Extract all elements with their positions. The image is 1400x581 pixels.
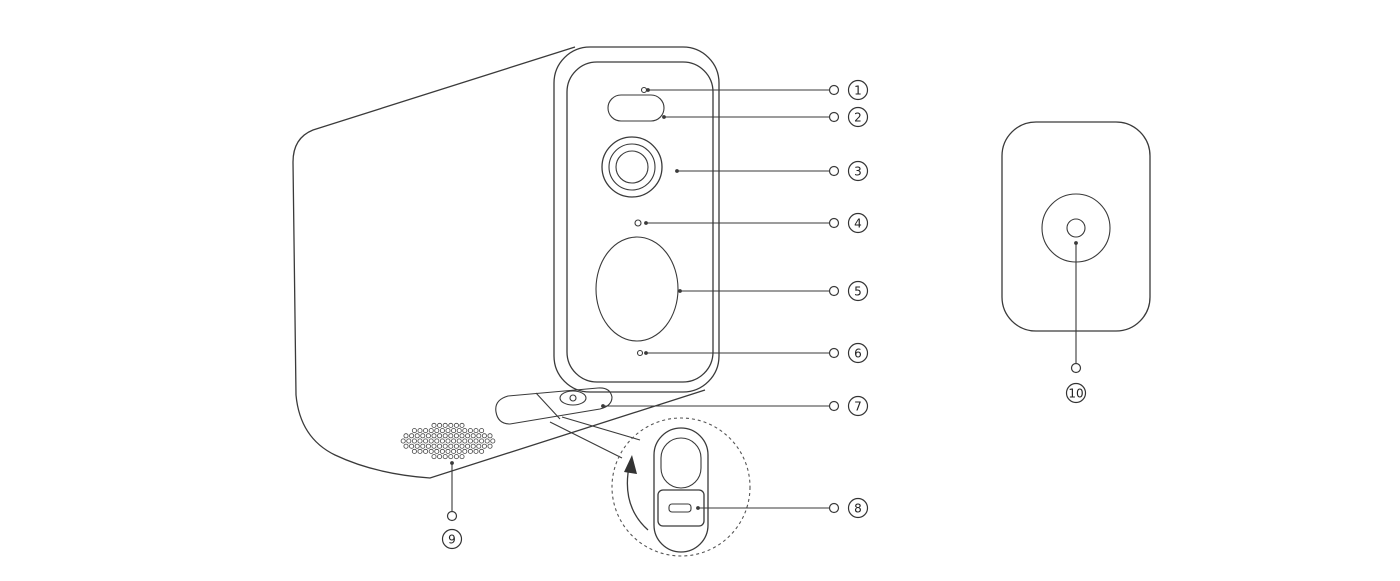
arrow-head-icon bbox=[624, 455, 637, 474]
power-button bbox=[559, 390, 587, 406]
camera-housing-outline bbox=[292, 46, 706, 479]
leader-dot-2 bbox=[662, 115, 666, 119]
indicator-light bbox=[634, 219, 642, 227]
motion-sensor-window bbox=[595, 236, 679, 342]
leader-dot-8 bbox=[696, 506, 700, 510]
port-detail-zoom bbox=[549, 416, 751, 557]
power-icon bbox=[569, 394, 577, 402]
callout-number-5: 5 bbox=[854, 285, 862, 299]
callout-number-1: 1 bbox=[854, 84, 862, 98]
leader-end-7 bbox=[828, 400, 840, 412]
lens-glass bbox=[615, 150, 649, 184]
light-sensor bbox=[640, 86, 648, 94]
callout-number-10: 10 bbox=[1068, 387, 1083, 401]
leader-dot-5 bbox=[678, 289, 682, 293]
leader-dot-1 bbox=[646, 88, 650, 92]
leader-dot-9 bbox=[450, 461, 454, 465]
cover-opened bbox=[653, 427, 709, 553]
infrared-light bbox=[607, 94, 665, 122]
speaker-grille bbox=[400, 422, 496, 460]
callout-number-8: 8 bbox=[854, 502, 862, 516]
callout-badge-9 bbox=[441, 528, 463, 550]
leader-end-10 bbox=[1070, 362, 1082, 374]
leader-dot-10 bbox=[1074, 241, 1078, 245]
callout-number-3: 3 bbox=[854, 165, 862, 179]
callout-badge-2 bbox=[847, 106, 869, 128]
cover-flap bbox=[660, 437, 702, 489]
lens-outer-ring bbox=[601, 136, 663, 198]
callout-number-2: 2 bbox=[854, 111, 862, 125]
callout-number-4: 4 bbox=[854, 217, 862, 231]
callout-badge-5 bbox=[847, 280, 869, 302]
callout-badge-6 bbox=[847, 342, 869, 364]
callout-number-7: 7 bbox=[854, 400, 862, 414]
leader-dot-7 bbox=[601, 404, 605, 408]
zoom-circle bbox=[611, 417, 751, 557]
callout-badge-4 bbox=[847, 212, 869, 234]
leader-dot-6 bbox=[644, 351, 648, 355]
callout-leaders bbox=[446, 84, 1082, 522]
leader-end-5 bbox=[828, 285, 840, 297]
front-components bbox=[595, 86, 679, 357]
leader-end-2 bbox=[828, 111, 840, 123]
callout-number-6: 6 bbox=[854, 347, 862, 361]
screw-hole bbox=[1066, 218, 1086, 238]
leader-end-1 bbox=[828, 84, 840, 96]
leader-dot-3 bbox=[675, 169, 679, 173]
leader-end-8 bbox=[828, 502, 840, 514]
leader-end-6 bbox=[828, 347, 840, 359]
port-cover-outline bbox=[495, 387, 613, 425]
microphone-hole bbox=[636, 349, 644, 357]
callout-numbers: 1 2 3 4 5 6 7 8 9 10 bbox=[441, 79, 1087, 550]
camera-front-panel bbox=[566, 61, 714, 383]
callout-number-9: 9 bbox=[448, 533, 456, 547]
callout-badge-3 bbox=[847, 160, 869, 182]
leader-end-9 bbox=[446, 510, 458, 522]
port-cover bbox=[495, 387, 613, 425]
leader-end-4 bbox=[828, 217, 840, 229]
leader-end-3 bbox=[828, 165, 840, 177]
callout-badge-1 bbox=[847, 79, 869, 101]
callout-badge-10 bbox=[1065, 382, 1087, 404]
camera-front-bezel bbox=[553, 46, 720, 393]
usb-c-port bbox=[668, 503, 692, 513]
leader-dot-4 bbox=[644, 221, 648, 225]
callout-badge-8 bbox=[847, 497, 869, 519]
callout-badge-7 bbox=[847, 395, 869, 417]
camera-body bbox=[292, 46, 720, 479]
lens-mid-ring bbox=[608, 143, 656, 191]
